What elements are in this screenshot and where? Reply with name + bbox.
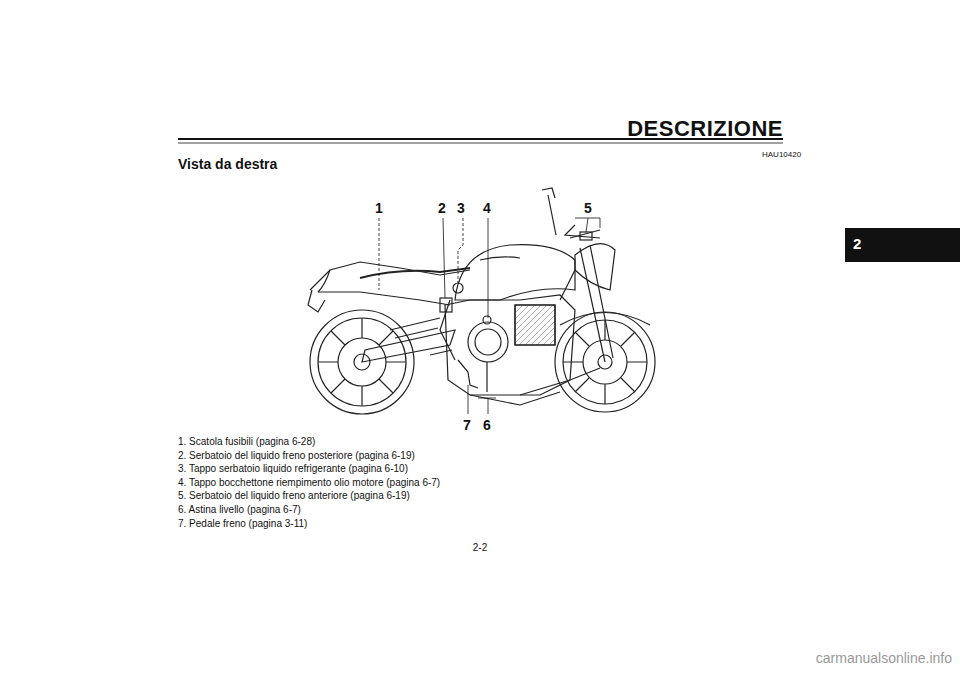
legend-item: 3. Tappo serbatoio liquido refrigerante …	[178, 463, 408, 475]
doc-code: HAU10420	[762, 150, 801, 159]
legend-item: 1. Scatola fusibili (pagina 6-28)	[178, 436, 315, 448]
chapter-tab	[845, 228, 960, 262]
watermark: carmanualsonline.info	[816, 650, 952, 666]
motorcycle	[308, 188, 655, 414]
legend-item: 4. Tappo bocchettone riempimento olio mo…	[178, 477, 440, 489]
section-heading: Vista da destra	[178, 156, 277, 172]
chapter-number: 2	[853, 235, 861, 252]
legend-item: 7. Pedale freno (pagina 3-11)	[178, 518, 307, 530]
callout-number: 5	[584, 200, 592, 216]
callout-number: 2	[438, 200, 446, 216]
legend-item: 5. Serbatoio del liquido freno anteriore…	[178, 490, 410, 502]
callout-number: 3	[457, 200, 465, 216]
callout-number: 4	[483, 200, 491, 216]
callout-number: 7	[463, 417, 471, 433]
callout-number: 1	[375, 200, 383, 216]
leader-lines	[379, 218, 600, 414]
legend-item: 6. Astina livello (pagina 6-7)	[178, 504, 301, 516]
legend-item: 2. Serbatoio del liquido freno posterior…	[178, 450, 415, 462]
page-title: DESCRIZIONE	[627, 116, 783, 141]
page-number: 2-2	[473, 542, 487, 554]
callout-number: 6	[483, 417, 491, 433]
